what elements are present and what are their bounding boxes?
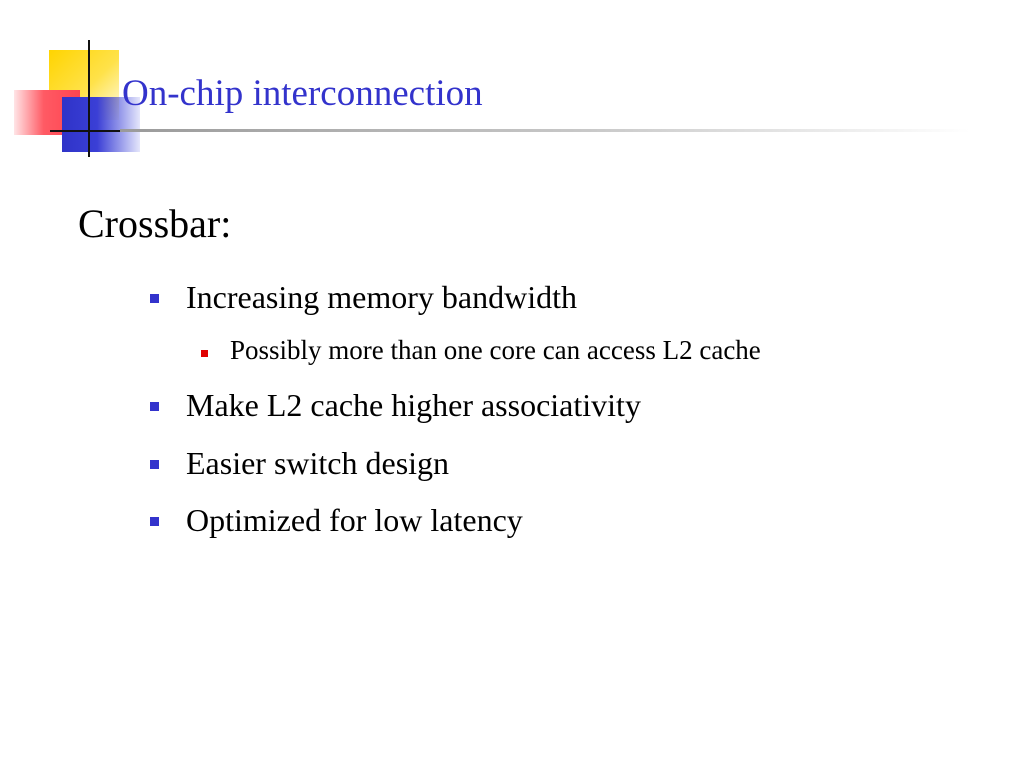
- bullet-item: Increasing memory bandwidth: [186, 279, 577, 315]
- logo-horizontal-line: [50, 130, 122, 132]
- bullet-marker: [150, 517, 159, 526]
- logo-blue-square: [62, 97, 140, 152]
- bullet-marker: [150, 294, 159, 303]
- bullet-marker: [150, 460, 159, 469]
- logo-vertical-line: [88, 40, 90, 157]
- title-underline: [120, 129, 970, 132]
- sub-bullet-item: Possibly more than one core can access L…: [230, 335, 761, 365]
- sub-bullet-marker: [201, 350, 208, 357]
- bullet-marker: [150, 402, 159, 411]
- bullet-item: Easier switch design: [186, 445, 450, 481]
- corner-logo: [0, 0, 160, 170]
- section-heading: Crossbar:: [78, 201, 232, 246]
- slide-title: On-chip interconnection: [122, 73, 483, 114]
- bullet-item: Optimized for low latency: [186, 502, 523, 538]
- bullet-item: Make L2 cache higher associativity: [186, 387, 641, 423]
